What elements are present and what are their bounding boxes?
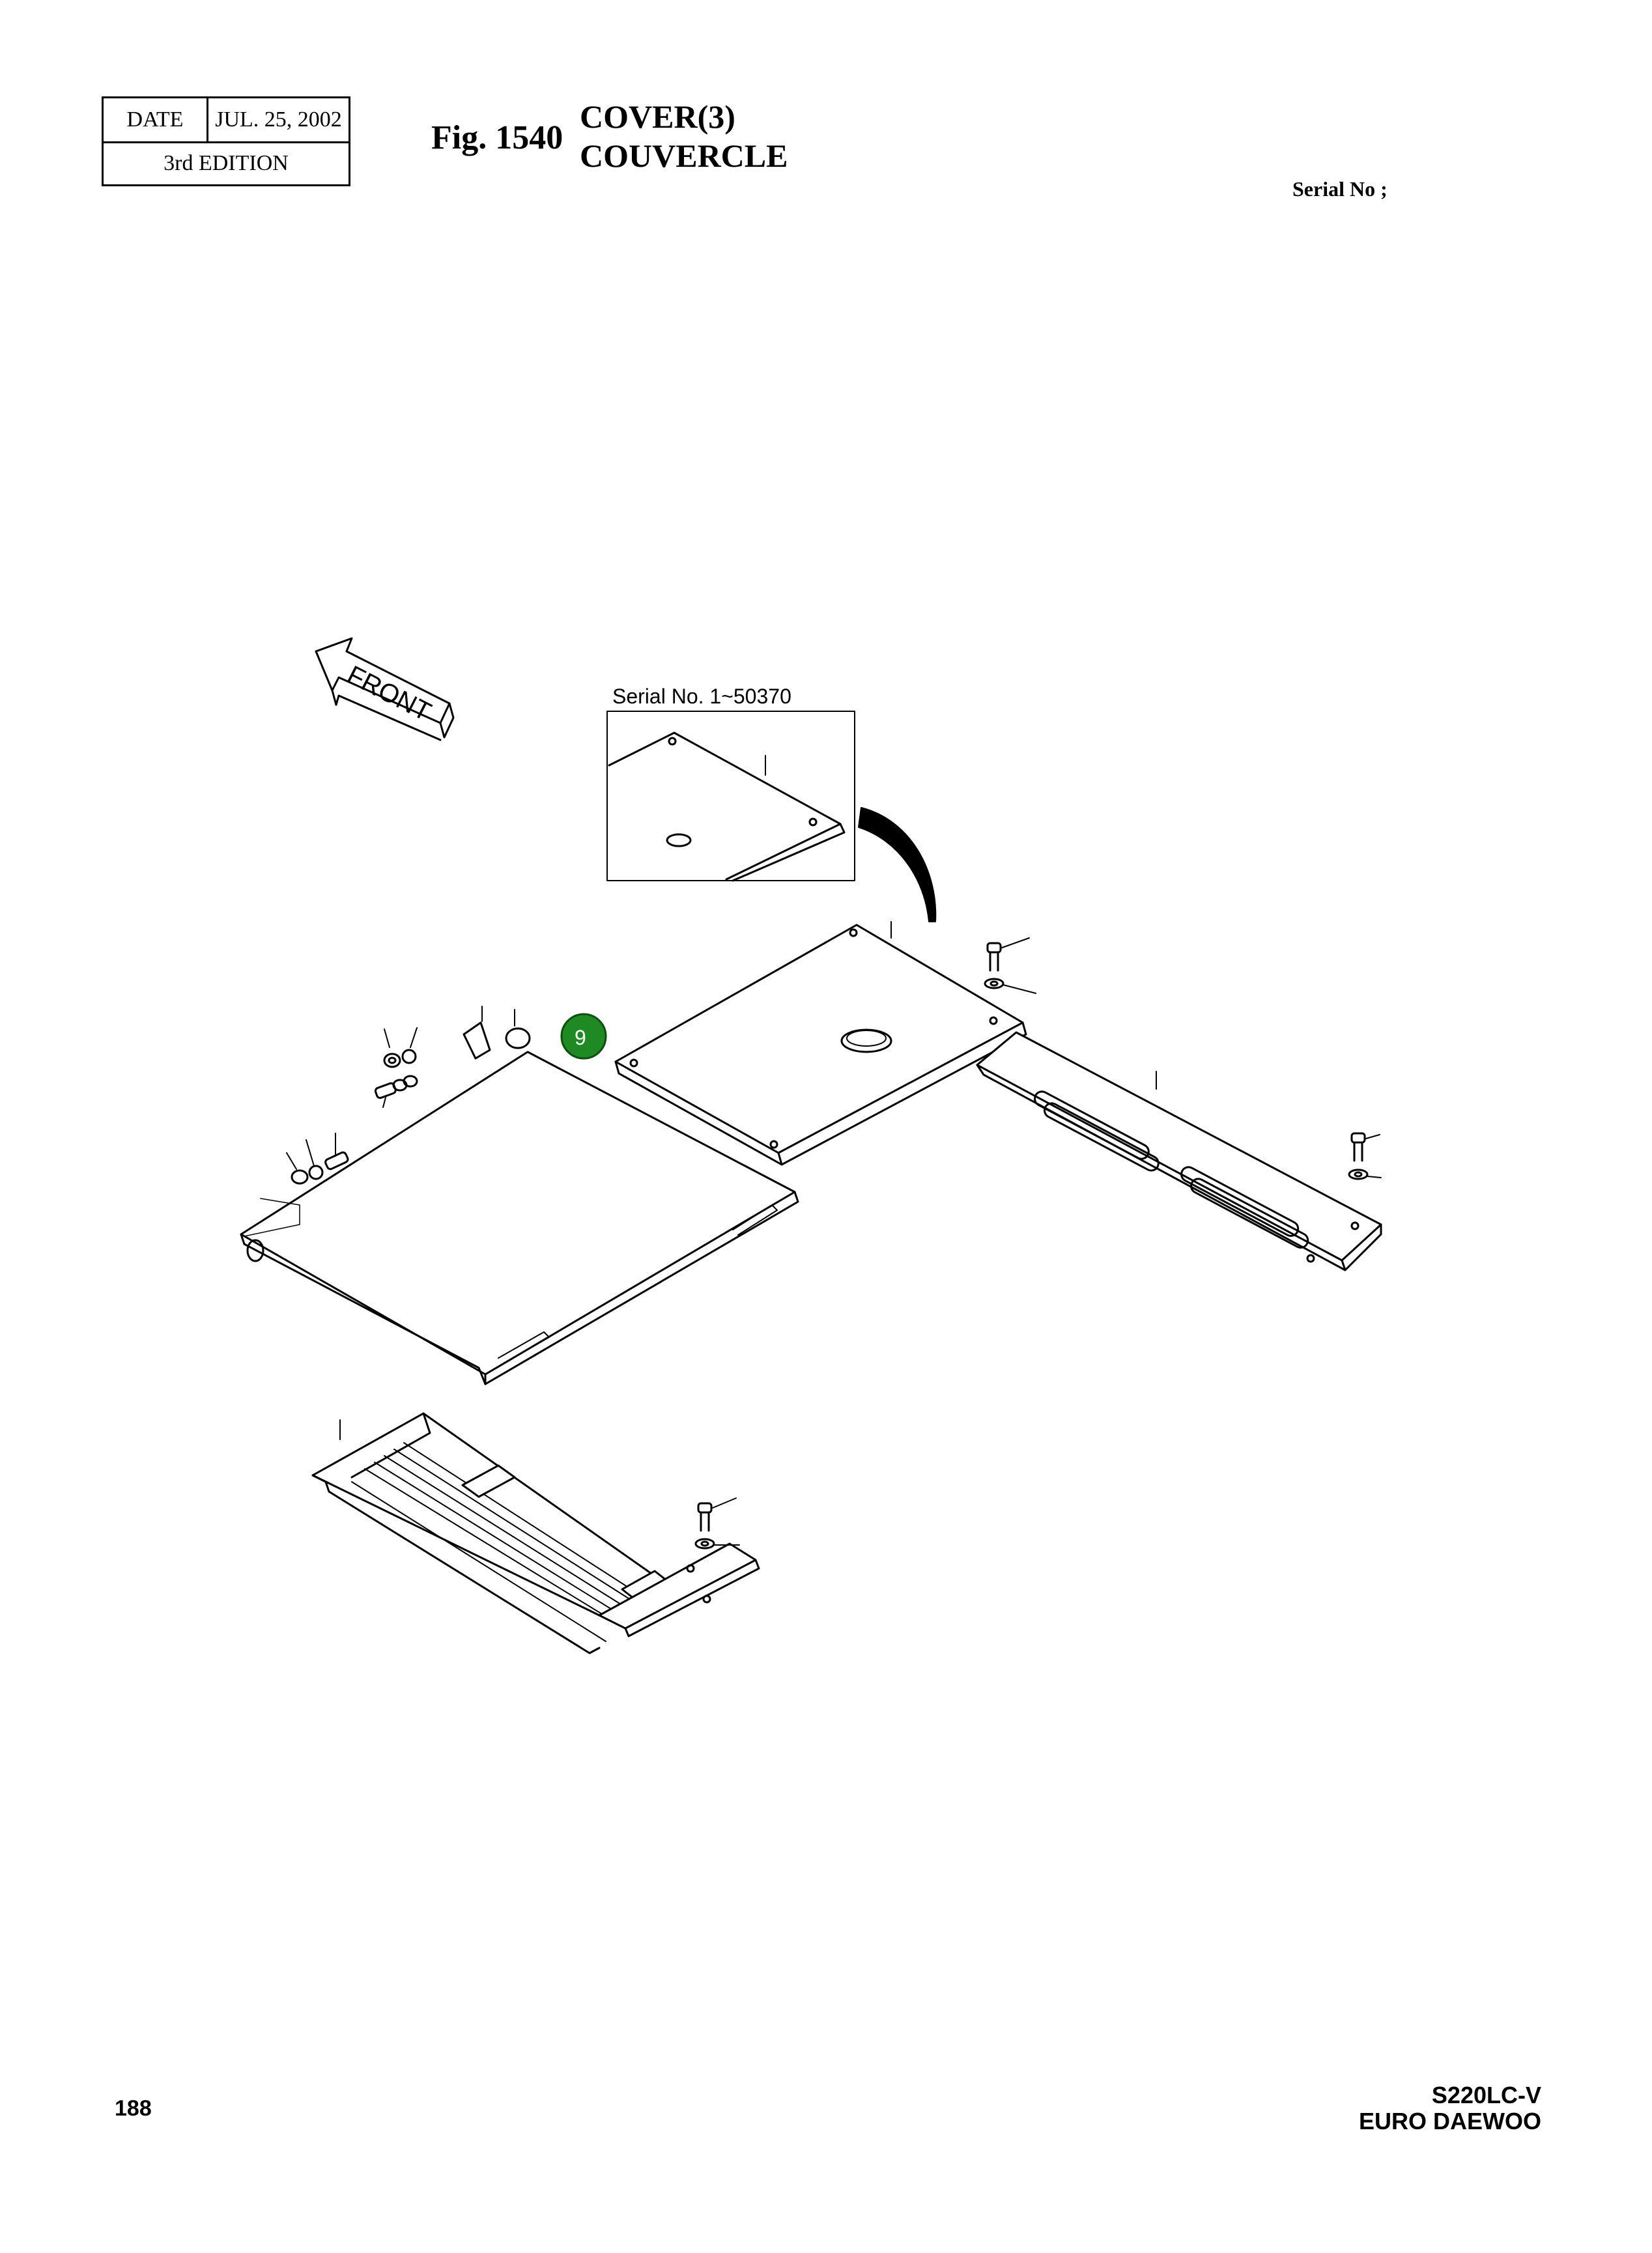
figure-number: Fig. 1540: [431, 119, 563, 156]
front-arrow: FRONT: [315, 637, 455, 741]
left-plate: [240, 1051, 799, 1385]
middle-plate: [614, 921, 1027, 1166]
edition-row: 3rd EDITION: [104, 142, 349, 185]
date-label: DATE: [104, 98, 208, 141]
date-row: DATE JUL. 25, 2002: [104, 98, 349, 143]
detail-arrow: [858, 807, 937, 922]
bolt-group-2: [1348, 1132, 1382, 1180]
header-table: DATE JUL. 25, 2002 3rd EDITION: [102, 96, 350, 186]
figure-title-en: COVER(3): [580, 98, 735, 135]
bolt-group-1: [984, 937, 1036, 994]
page-number: 188: [115, 2096, 152, 2121]
callout-label: 9: [575, 1026, 586, 1049]
brand-name: EURO DAEWOO: [1358, 2108, 1541, 2134]
bolt-group-3: [694, 1497, 740, 1550]
figure-title-fr: COUVERCLE: [580, 137, 788, 174]
latch-hardware: [286, 1006, 531, 1185]
date-value: JUL. 25, 2002: [215, 107, 342, 132]
edition-label: 3rd EDITION: [164, 151, 289, 175]
inset-serial-label: Serial No. 1~50370: [612, 685, 791, 708]
inset-detail: Serial No. 1~50370: [606, 685, 855, 882]
serial-number-label: Serial No ;: [1292, 177, 1388, 201]
callout-badge[interactable]: 9: [560, 1013, 607, 1060]
model-name: S220LC-V: [1431, 2082, 1541, 2108]
bottom-step: [311, 1412, 760, 1654]
right-rail: [976, 1031, 1382, 1271]
